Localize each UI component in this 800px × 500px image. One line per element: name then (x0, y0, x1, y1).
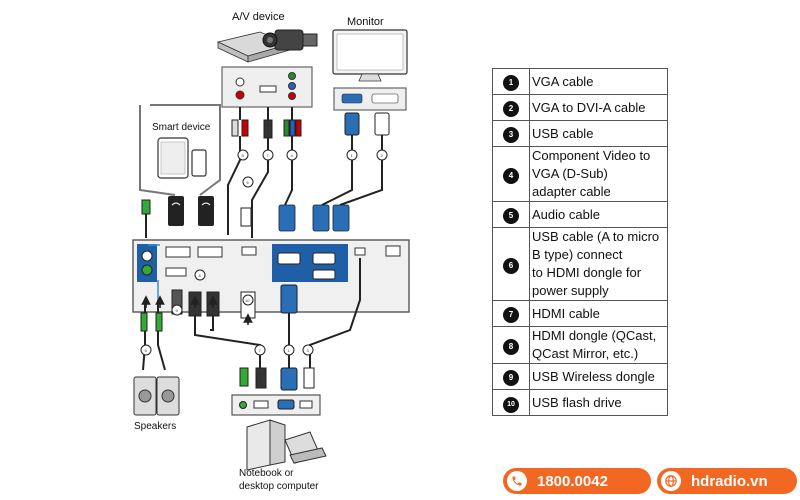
legend-row: 8 HDMI dongle (QCast, QCast Mirror, etc.… (492, 326, 668, 364)
legend-row: 7 HDMI cable (492, 300, 668, 327)
legend-text: HDMI dongle (QCast, QCast Mirror, etc.) (529, 326, 668, 364)
legend-number-badge: 6 (503, 257, 519, 274)
marker-label: 1 (351, 153, 354, 158)
legend-row: 10 USB flash drive (492, 389, 668, 416)
website-pill[interactable]: hdradio.vn (657, 468, 797, 494)
phone-pill[interactable]: 1800.0042 (503, 468, 651, 494)
legend-row: 4 Component Video to VGA (D-Sub) adapter… (492, 146, 668, 202)
computer-icon (246, 419, 327, 471)
legend-row: 3 USB cable (492, 120, 668, 147)
smart-device-label: Smart device (152, 122, 211, 133)
legend-text: VGA to DVI-A cable (529, 94, 668, 121)
monitor-icon (332, 29, 408, 82)
marker-label: 2 (381, 153, 384, 158)
smart-device-icon (157, 137, 207, 179)
legend-text: USB flash drive (529, 389, 668, 416)
legend-number-badge: 4 (503, 167, 519, 184)
legend-number-badge: 8 (503, 338, 519, 355)
marker-group: 5 7 4 1 2 6 5 7 1 3 9 10 8 (140, 149, 388, 356)
monitor-label: Monitor (347, 16, 384, 28)
marker-label: 6 (247, 180, 250, 185)
av-output-panel (221, 66, 313, 108)
marker-label: 1 (288, 348, 291, 353)
website-url: hdradio.vn (691, 472, 768, 490)
marker-label: 7 (259, 348, 262, 353)
marker-label: 8 (199, 273, 202, 278)
legend-text: USB cable (A to micro B type) connect to… (529, 227, 668, 301)
legend-number-badge: 3 (503, 127, 519, 143)
hdmi-dongle-icon (168, 196, 214, 226)
marker-label: 5 (242, 153, 245, 158)
speakers-icon (133, 376, 180, 416)
phone-number: 1800.0042 (537, 472, 608, 490)
cable-legend-table: 1 VGA cable 2 VGA to DVI-A cable 3 USB c… (492, 68, 668, 416)
legend-number-badge: 2 (503, 101, 519, 117)
marker-label: 7 (267, 153, 270, 158)
legend-text: USB Wireless dongle (529, 363, 668, 390)
legend-row: 1 VGA cable (492, 68, 668, 95)
legend-row: 5 Audio cable (492, 201, 668, 228)
legend-text: HDMI cable (529, 300, 668, 327)
legend-number-badge: 1 (503, 75, 519, 91)
marker-label: 4 (291, 153, 294, 158)
legend-text: USB cable (529, 120, 668, 147)
av-device-label: A/V device (232, 11, 285, 23)
computer-panel (231, 394, 321, 416)
legend-number-badge: 5 (503, 208, 519, 224)
av-device-icon (216, 29, 318, 63)
connection-diagram: A/V device Monitor Smart device Speakers… (132, 11, 410, 492)
speakers-label: Speakers (134, 421, 176, 432)
legend-text: Audio cable (529, 201, 668, 228)
legend-number-badge: 10 (503, 396, 519, 413)
legend-text: VGA cable (529, 68, 668, 95)
marker-label: 10 (245, 298, 250, 303)
marker-label: 9 (176, 308, 179, 313)
monitor-input-panel (333, 87, 407, 111)
legend-row: 6 USB cable (A to micro B type) connect … (492, 227, 668, 301)
globe-icon (661, 471, 681, 491)
marker-label: 5 (145, 348, 148, 353)
legend-row: 2 VGA to DVI-A cable (492, 94, 668, 121)
legend-row: 9 USB Wireless dongle (492, 363, 668, 390)
legend-number-badge: 7 (503, 307, 519, 323)
computer-label-line2: desktop computer (239, 481, 319, 492)
marker-label: 3 (307, 348, 310, 353)
computer-label-line1: Notebook or (239, 468, 294, 479)
legend-number-badge: 9 (503, 370, 519, 386)
phone-icon (507, 471, 527, 491)
legend-text: Component Video to VGA (D-Sub) adapter c… (529, 146, 668, 202)
